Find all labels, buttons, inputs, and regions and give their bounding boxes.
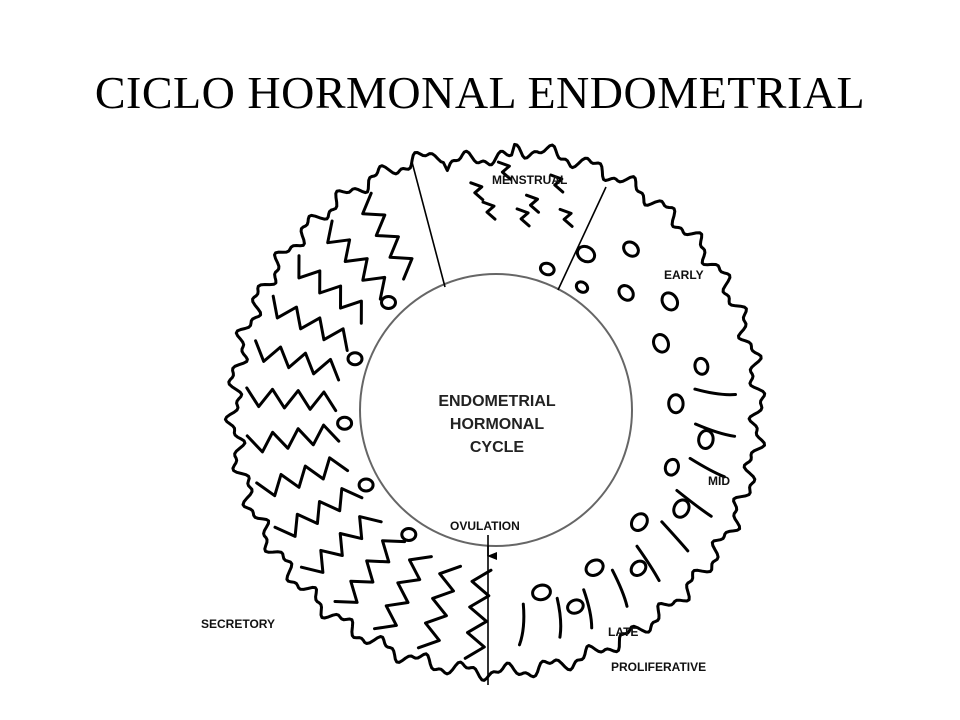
endometrium-outer-boundary	[223, 142, 767, 682]
tubular-gland	[582, 588, 594, 630]
round-gland	[629, 559, 648, 577]
round-gland	[652, 333, 670, 354]
menstrual-fragment	[558, 207, 574, 228]
menstrual-fragment	[469, 181, 485, 202]
round-gland	[538, 261, 556, 277]
tubular-gland	[660, 520, 690, 553]
mid-label: MID	[708, 474, 730, 488]
menstrual-boundary-left	[411, 161, 446, 288]
secretory-gland	[245, 386, 338, 413]
menstrual-boundary-right	[557, 186, 607, 291]
secretory-label: SECRETORY	[201, 617, 275, 631]
round-gland	[346, 351, 364, 367]
menstrual-fragment	[496, 160, 512, 181]
tubular-gland	[610, 568, 629, 608]
round-gland	[357, 477, 375, 493]
secretory-gland	[416, 564, 462, 650]
round-gland	[400, 527, 418, 542]
secretory-gland	[254, 339, 341, 382]
round-gland	[667, 393, 685, 415]
round-gland	[531, 583, 552, 602]
late-label: LATE	[608, 625, 638, 639]
secretory-gland	[271, 294, 349, 352]
round-gland	[663, 457, 680, 477]
secretory-gland	[255, 456, 350, 498]
center-label-line-1: ENDOMETRIAL	[438, 393, 556, 410]
proliferative-label: PROLIFERATIVE	[611, 660, 706, 674]
round-gland	[697, 429, 715, 450]
menstrual-fragment	[481, 200, 497, 221]
round-gland	[380, 295, 397, 310]
tubular-gland	[694, 422, 737, 438]
uterine-lumen-circle	[359, 273, 633, 547]
round-gland	[617, 284, 635, 302]
page-title: CICLO HORMONAL ENDOMETRIAL	[94, 67, 866, 118]
round-gland	[672, 498, 691, 519]
tubular-gland	[675, 489, 713, 518]
round-gland	[629, 512, 649, 532]
round-gland	[574, 280, 590, 294]
menstrual-label: MENSTRUAL	[492, 173, 567, 187]
round-gland	[660, 291, 680, 312]
endometrial-glands	[245, 160, 737, 660]
menstrual-fragment	[549, 173, 565, 194]
menstrual-fragment	[515, 207, 531, 228]
secretory-gland	[273, 487, 364, 538]
secretory-gland	[333, 539, 407, 604]
secretory-gland	[297, 254, 363, 325]
secretory-gland	[463, 568, 493, 660]
tubular-gland	[693, 387, 737, 397]
ovulation-label: OVULATION	[450, 519, 520, 533]
round-gland	[622, 240, 640, 258]
tubular-gland	[555, 596, 563, 639]
secretory-gland	[373, 555, 433, 631]
round-gland	[584, 558, 605, 577]
round-gland	[566, 598, 585, 615]
center-label-line-2: HORMONAL	[450, 416, 544, 433]
round-gland	[336, 415, 354, 431]
early-label: EARLY	[664, 268, 704, 282]
menstrual-fragment	[525, 193, 540, 214]
secretory-gland	[299, 515, 383, 574]
round-gland	[693, 356, 710, 376]
tubular-gland	[688, 456, 726, 479]
tubular-gland	[518, 602, 526, 647]
secretory-gland	[245, 423, 341, 454]
round-gland	[575, 244, 597, 264]
tubular-gland	[635, 544, 661, 583]
secretory-gland	[326, 219, 387, 301]
center-label-line-3: CYCLE	[470, 439, 525, 456]
secretory-gland	[361, 191, 414, 281]
